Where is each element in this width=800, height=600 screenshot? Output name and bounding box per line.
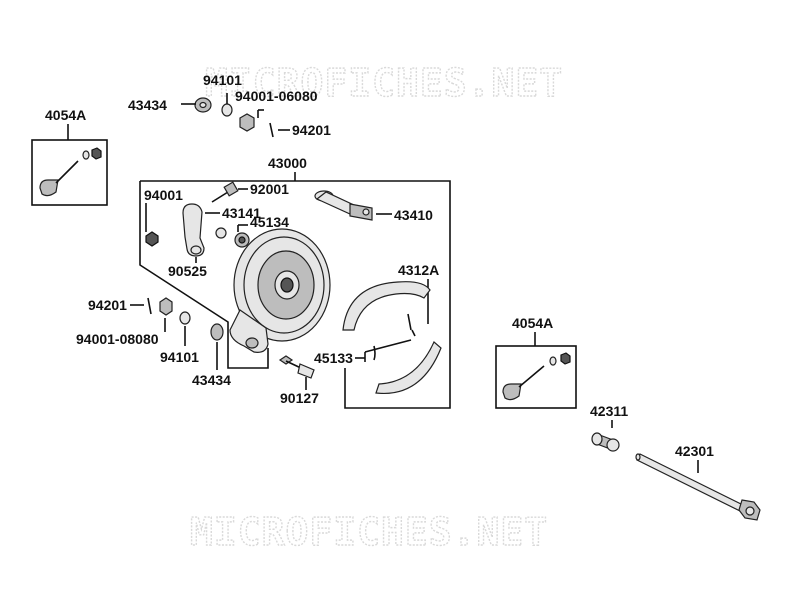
axle-42301 — [635, 453, 761, 521]
bolt-90127 — [278, 355, 315, 379]
label-43434-mid: 43434 — [192, 372, 231, 388]
label-4312A: 4312A — [398, 262, 439, 278]
label-42301: 42301 — [675, 443, 714, 459]
label-94001-08080: 94001-08080 — [76, 331, 159, 347]
watermark-bottom: MICROFICHES.NET — [190, 510, 548, 554]
label-90525: 90525 — [168, 263, 207, 279]
label-4054A-right: 4054A — [512, 315, 553, 331]
label-42311: 42311 — [590, 403, 628, 419]
washer-43434-mid — [210, 323, 224, 341]
nut-94001-08080 — [159, 297, 173, 316]
label-94001: 94001 — [144, 187, 183, 203]
label-92001: 92001 — [250, 181, 289, 197]
label-94101-mid: 94101 — [160, 349, 199, 365]
label-94201-mid: 94201 — [88, 297, 127, 313]
nut-94001-06080 — [239, 113, 255, 132]
label-94101-top: 94101 — [203, 72, 242, 88]
label-43000: 43000 — [268, 155, 307, 171]
label-90127: 90127 — [280, 390, 319, 406]
box-4054A-right — [495, 345, 577, 409]
nut-94001 — [145, 231, 159, 247]
chain-adjuster-left — [39, 147, 102, 197]
label-43410: 43410 — [394, 207, 433, 223]
label-4054A-left: 4054A — [45, 107, 86, 123]
label-43141: 43141 — [222, 205, 261, 221]
washer-near-45134 — [215, 227, 227, 239]
cotter-pin-94201-mid — [147, 297, 152, 315]
cam-shaft-43410 — [314, 190, 373, 221]
watermark-top: MICROFICHES.NET — [205, 61, 563, 105]
label-94201-top: 94201 — [292, 122, 331, 138]
label-45133: 45133 — [314, 350, 353, 366]
label-43434-top: 43434 — [128, 97, 167, 113]
brake-panel — [229, 228, 331, 353]
label-45134: 45134 — [250, 214, 289, 230]
washer-94101-mid — [179, 311, 191, 325]
brake-shoes-4312A — [342, 281, 442, 395]
washer-94101-top — [221, 103, 233, 117]
collar-42311 — [591, 432, 620, 452]
label-94001-06080: 94001-06080 — [235, 88, 318, 104]
bolt-92001 — [211, 181, 239, 203]
hardware-top — [194, 97, 274, 138]
box-43000-outline — [140, 180, 451, 409]
chain-adjuster-right — [502, 352, 571, 401]
brake-arm-43141 — [182, 203, 205, 257]
cotter-pin-94201-top — [269, 122, 274, 138]
box-4054A-left — [31, 139, 108, 206]
